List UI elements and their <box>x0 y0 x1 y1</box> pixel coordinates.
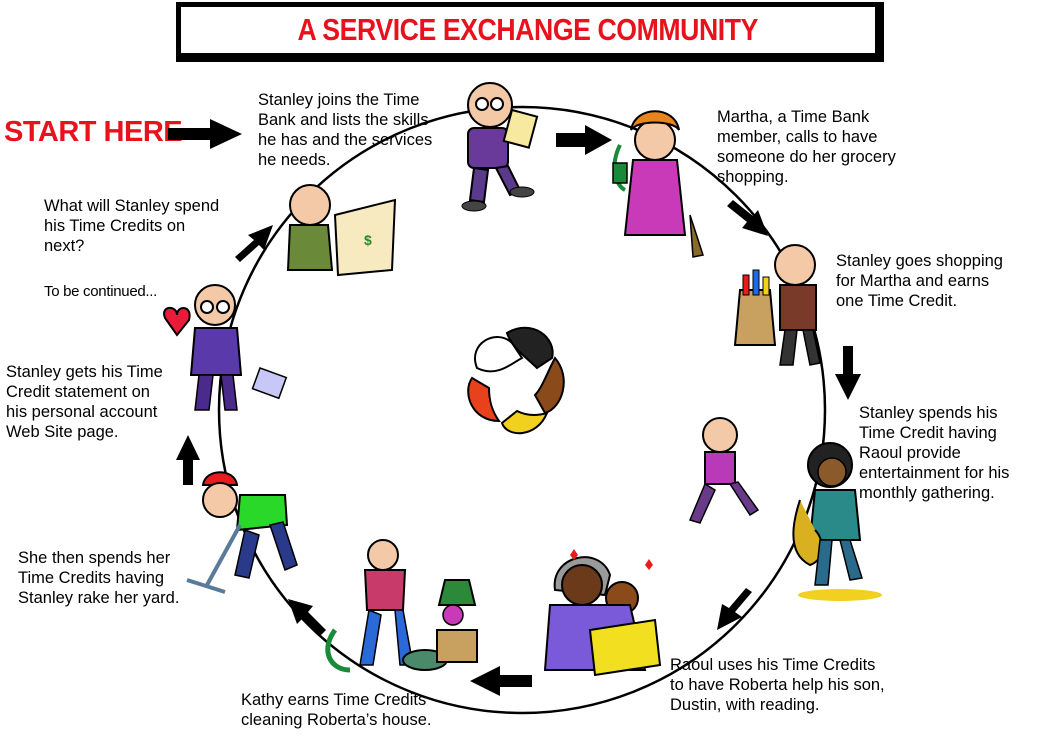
step-1-caption: Stanley joins the Time Bank and lists th… <box>258 90 432 170</box>
arrow-3-4 <box>835 346 861 400</box>
stanley-groceries-icon <box>733 244 821 366</box>
arrow-9-top <box>235 225 273 262</box>
arrow-7-8 <box>288 599 326 636</box>
caption-line: Credit statement on <box>6 383 150 401</box>
step-2-caption: Martha, a Time Bank member, calls to hav… <box>717 107 896 187</box>
title-box: A SERVICE EXCHANGE COMMUNITY <box>176 2 884 62</box>
kathy-vacuum-icon <box>325 539 478 673</box>
stanley-clipboard-icon <box>461 82 539 212</box>
caption-line: next? <box>44 237 85 255</box>
arrow-1-2 <box>556 125 612 155</box>
caption-line: Bank and lists the skills <box>258 111 429 129</box>
step-6-caption: Kathy earns Time Credits cleaning Robert… <box>241 690 432 730</box>
caption-line: monthly gathering. <box>859 484 995 502</box>
clasped-hands-icon <box>467 326 565 435</box>
arrow-8-9 <box>176 435 200 485</box>
step-5-caption: Raoul uses his Time Credits to have Robe… <box>670 655 885 715</box>
caption-line: his personal account <box>6 403 158 421</box>
stanley-newspaper-icon: $ <box>286 184 397 277</box>
caption-line: Stanley spends his <box>859 404 998 422</box>
caption-line: to have Roberta help his son, <box>670 676 885 694</box>
arrow-6-7 <box>470 666 532 696</box>
caption-line: cleaning Roberta’s house. <box>241 711 432 729</box>
caption-line: one Time Credit. <box>836 292 958 310</box>
caption-line: he needs. <box>258 151 331 169</box>
step-7-caption: She then spends her Time Credits having … <box>18 548 179 608</box>
caption-line: She then spends her <box>18 549 171 567</box>
caption-line: his Time Credits on <box>44 217 186 235</box>
step-8-caption: Stanley gets his Time Credit statement o… <box>6 362 163 442</box>
caption-line: Web Site page. <box>6 423 119 441</box>
exchange-circle <box>217 105 827 715</box>
arrow-2-3 <box>727 200 768 236</box>
caption-line: Dustin, with reading. <box>670 696 820 714</box>
stanley-heart-icon <box>163 284 288 411</box>
start-here-label: START HERE <box>4 116 183 148</box>
step-4-caption: Stanley spends his Time Credit having Ra… <box>859 403 1009 503</box>
caption-line: Time Credits having <box>18 569 165 587</box>
diagram-title: A SERVICE EXCHANGE COMMUNITY <box>297 12 759 47</box>
caption-line: Raoul provide <box>859 444 961 462</box>
raoul-saxophone-icon <box>688 417 882 601</box>
caption-line: Stanley gets his Time <box>6 363 163 381</box>
arrow-5-6 <box>717 588 752 630</box>
caption-line: for Martha and earns <box>836 272 990 290</box>
caption-line: entertainment for his <box>859 464 1010 482</box>
caption-line: he has and the services <box>258 131 433 149</box>
to-be-continued-label: To be continued... <box>44 283 158 300</box>
svg-text:$: $ <box>364 232 372 248</box>
caption-line: Stanley rake her yard. <box>18 589 180 607</box>
caption-line: member, calls to have <box>717 128 878 146</box>
step-9-caption: What will Stanley spend his Time Credits… <box>44 196 219 256</box>
stanley-raking-icon <box>186 471 298 594</box>
caption-line: someone do her grocery <box>717 148 896 166</box>
caption-line: What will Stanley spend <box>44 197 220 215</box>
caption-line: Kathy earns Time Credits <box>241 691 427 709</box>
caption-line: Martha, a Time Bank <box>717 108 870 126</box>
caption-line: shopping. <box>717 168 789 186</box>
step-3-caption: Stanley goes shopping for Martha and ear… <box>836 251 1003 311</box>
caption-line: Stanley joins the Time <box>258 91 420 109</box>
flow-arrows <box>168 119 861 696</box>
caption-line: Stanley goes shopping <box>836 252 1003 270</box>
roberta-reading-icon <box>543 549 662 677</box>
arrow-start <box>168 119 242 149</box>
caption-line: Time Credit having <box>859 424 997 442</box>
caption-line: Raoul uses his Time Credits <box>670 656 876 674</box>
martha-phone-icon <box>612 110 704 258</box>
